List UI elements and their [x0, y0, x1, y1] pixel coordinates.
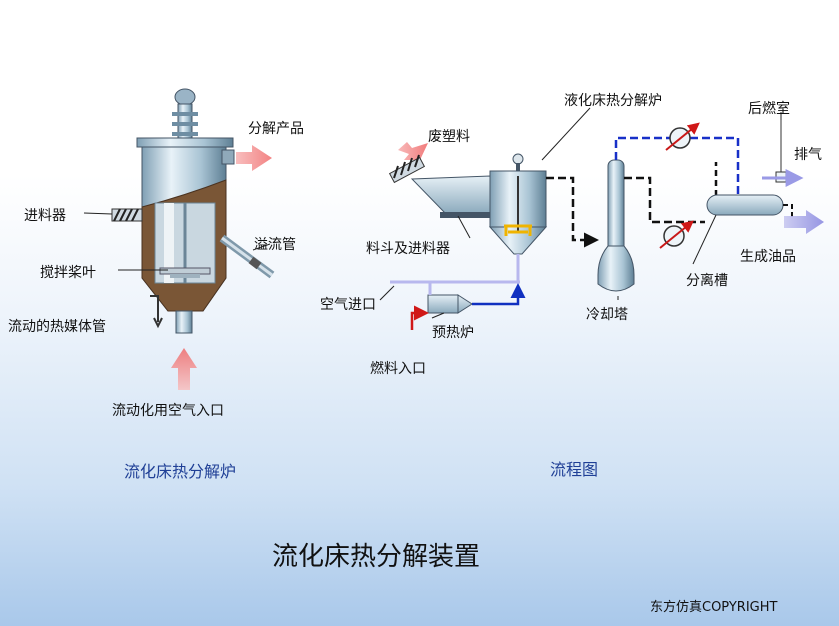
fuel-line	[410, 305, 429, 330]
product-outlet-arrow	[236, 145, 272, 171]
oil-product-arrow	[784, 210, 824, 234]
flow-reactor	[488, 153, 548, 255]
hopper	[410, 175, 492, 218]
label-air-inlet: 流动化用空气入口	[112, 403, 224, 419]
label-preheater: 预热炉	[432, 325, 474, 341]
separator-tank	[706, 194, 784, 216]
label-afterburner: 后燃室	[748, 101, 790, 117]
label-separator: 分离槽	[686, 273, 728, 289]
reactor-leader-lines	[83, 212, 271, 271]
waste-plastic-arrow	[398, 142, 428, 160]
overflow-pipe	[219, 234, 275, 279]
separator-oil-line	[783, 204, 793, 220]
label-fuel-in: 燃料入口	[370, 361, 426, 377]
label-cooling-tower: 冷却塔	[586, 307, 628, 323]
label-flow-reactor: 液化床热分解炉	[564, 93, 662, 109]
preheater	[427, 294, 473, 314]
flow-leader-lines	[379, 107, 782, 319]
label-oil: 生成油品	[740, 249, 796, 265]
label-waste-plastic: 废塑料	[428, 129, 470, 145]
caption-reactor: 流化床热分解炉	[124, 462, 237, 481]
cooler-top-loop	[614, 136, 740, 196]
heat-exchanger-top	[665, 122, 700, 151]
label-heat-medium: 流动的热媒体管	[8, 319, 106, 335]
copyright-text: 东方仿真COPYRIGHT	[650, 600, 778, 615]
reactor-vessel	[136, 88, 235, 334]
feeder-screw	[111, 208, 143, 222]
label-air-in: 空气进口	[320, 297, 376, 313]
reactor-to-cooler-line	[546, 176, 599, 248]
afterburner	[775, 120, 787, 183]
hopper-screw	[388, 154, 426, 184]
page-title: 流化床热分解装置	[272, 542, 481, 572]
heat-exchanger-bottom	[659, 220, 694, 249]
label-hopper: 料斗及进料器	[366, 241, 450, 257]
air-line	[390, 254, 520, 284]
caption-flowchart: 流程图	[550, 460, 599, 479]
air-inlet-arrow	[171, 348, 197, 390]
label-exhaust: 排气	[794, 147, 822, 163]
preheater-to-reactor-line	[472, 283, 526, 306]
label-feeder: 进料器	[24, 208, 66, 224]
cooler-to-separator-line	[624, 176, 705, 224]
label-product: 分解产品	[248, 121, 304, 137]
cooling-tower	[597, 159, 635, 292]
label-overflow: 溢流管	[254, 237, 296, 253]
label-stirrer: 搅拌桨叶	[40, 265, 96, 281]
